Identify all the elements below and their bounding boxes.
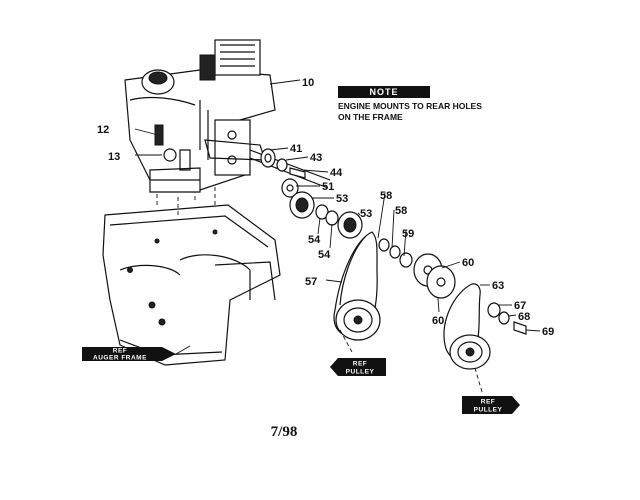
callout-51: 51 (322, 181, 334, 193)
callout-58-b: 58 (395, 205, 407, 217)
callout-57: 57 (305, 276, 317, 288)
ref-pulley-2-line-1: REF (481, 399, 496, 406)
callout-10: 10 (302, 77, 314, 89)
callout-53-b: 53 (360, 208, 372, 220)
auger-frame (102, 170, 281, 366)
callout-43: 43 (310, 152, 322, 164)
callout-44: 44 (330, 167, 343, 179)
callout-54-b: 54 (318, 249, 331, 261)
callout-labels: 10 12 13 41 43 44 51 53 54 54 53 57 58 5… (97, 77, 554, 338)
callout-58-a: 58 (380, 190, 392, 202)
engine (124, 39, 276, 193)
ref-label-pulley-2: REF PULLEY (462, 396, 520, 414)
callout-53-a: 53 (336, 193, 348, 205)
callout-60-b: 60 (432, 315, 444, 327)
note-line-1: ENGINE MOUNTS TO REAR HOLES (338, 101, 482, 111)
hardware-parts (260, 148, 527, 335)
callout-41: 41 (290, 143, 302, 155)
callout-54-a: 54 (308, 234, 321, 246)
ref-auger-frame-line-2: AUGER FRAME (93, 355, 147, 362)
ref-label-pulley-1: REF PULLEY (330, 358, 386, 376)
callout-13: 13 (108, 151, 120, 163)
page-date: 7/98 (271, 424, 298, 440)
ref-label-auger-frame: REF AUGER FRAME (82, 345, 191, 362)
ref-pulley-1-line-2: PULLEY (346, 369, 375, 376)
callout-60-a: 60 (462, 257, 474, 269)
pulley-1 (335, 299, 381, 353)
callout-69: 69 (542, 326, 554, 338)
ref-pulley-1-line-1: REF (353, 361, 368, 368)
ref-pulley-2-line-2: PULLEY (474, 407, 503, 414)
callout-59: 59 (402, 228, 414, 240)
ref-auger-frame-line-1: REF (113, 348, 128, 355)
note-title: NOTE (369, 87, 398, 97)
note-box: NOTE ENGINE MOUNTS TO REAR HOLES ON THE … (338, 86, 482, 122)
callout-68: 68 (518, 311, 530, 323)
note-line-2: ON THE FRAME (338, 112, 403, 122)
pulley-2 (449, 334, 491, 393)
callout-12: 12 (97, 124, 109, 136)
callout-67: 67 (514, 300, 526, 312)
leader-lines (134, 79, 541, 332)
callout-63: 63 (492, 280, 504, 292)
